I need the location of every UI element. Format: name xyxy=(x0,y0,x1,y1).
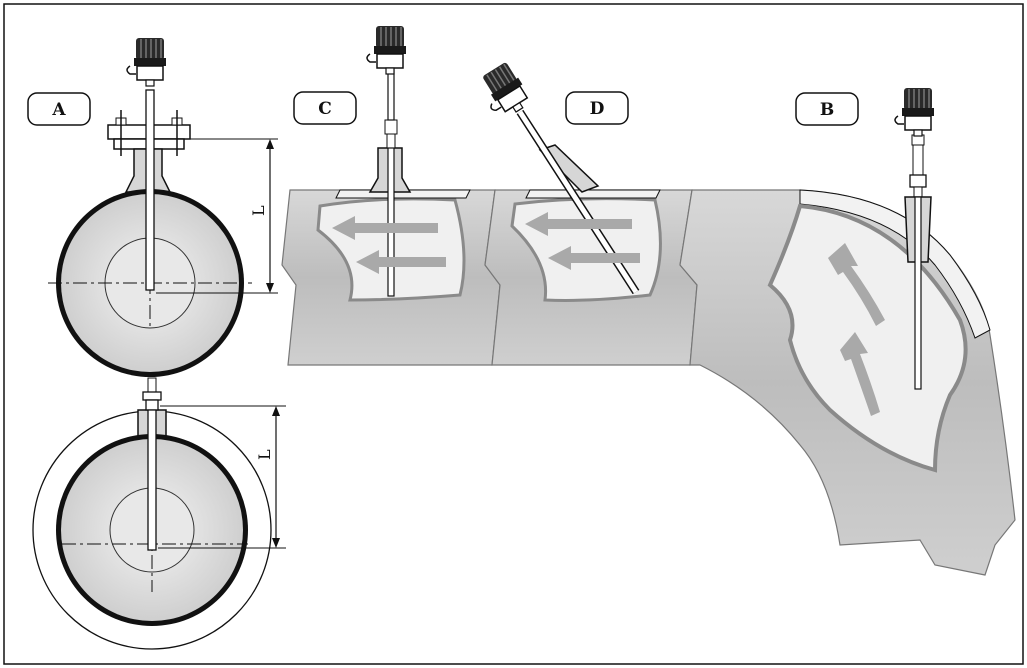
flow-arrow-icon xyxy=(525,212,640,270)
dimension-label-top: L xyxy=(249,205,268,216)
figure-frame xyxy=(3,3,1024,665)
svg-text:A: A xyxy=(51,100,66,120)
svg-text:B: B xyxy=(820,100,834,120)
label-b: B xyxy=(795,92,859,126)
transmitter-head-icon xyxy=(126,37,167,87)
label-d: D xyxy=(565,91,629,125)
flow-arrow-icon xyxy=(332,216,446,274)
label-a: A xyxy=(27,92,91,126)
dimension-label-bottom: L xyxy=(255,449,274,460)
svg-text:D: D xyxy=(590,99,605,119)
cross-section-threaded: L xyxy=(32,377,286,650)
transmitter-head-icon xyxy=(894,87,935,137)
svg-text:C: C xyxy=(318,99,332,119)
flow-arrow-icon xyxy=(828,243,885,416)
cross-section-flanged: L xyxy=(48,37,278,377)
pipe-elbow-b xyxy=(679,87,1016,576)
pipe-segment-c xyxy=(281,25,501,366)
label-c: C xyxy=(293,91,357,125)
pipe-segment-d xyxy=(473,59,698,366)
transmitter-head-icon xyxy=(366,25,407,75)
